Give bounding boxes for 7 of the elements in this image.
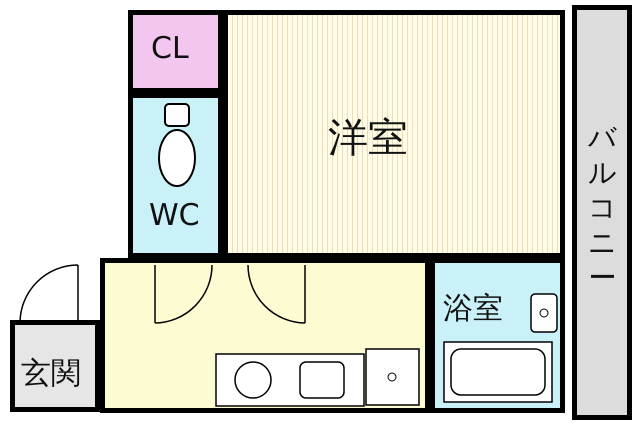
room-label: 玄関 xyxy=(21,355,81,393)
room-area xyxy=(572,5,632,420)
room-label: バルコニー xyxy=(587,120,618,295)
room-label: 浴室 xyxy=(443,290,503,328)
room-label: CL xyxy=(151,31,189,66)
room-label: WC xyxy=(149,198,200,233)
room-label: 洋室 xyxy=(328,114,408,163)
